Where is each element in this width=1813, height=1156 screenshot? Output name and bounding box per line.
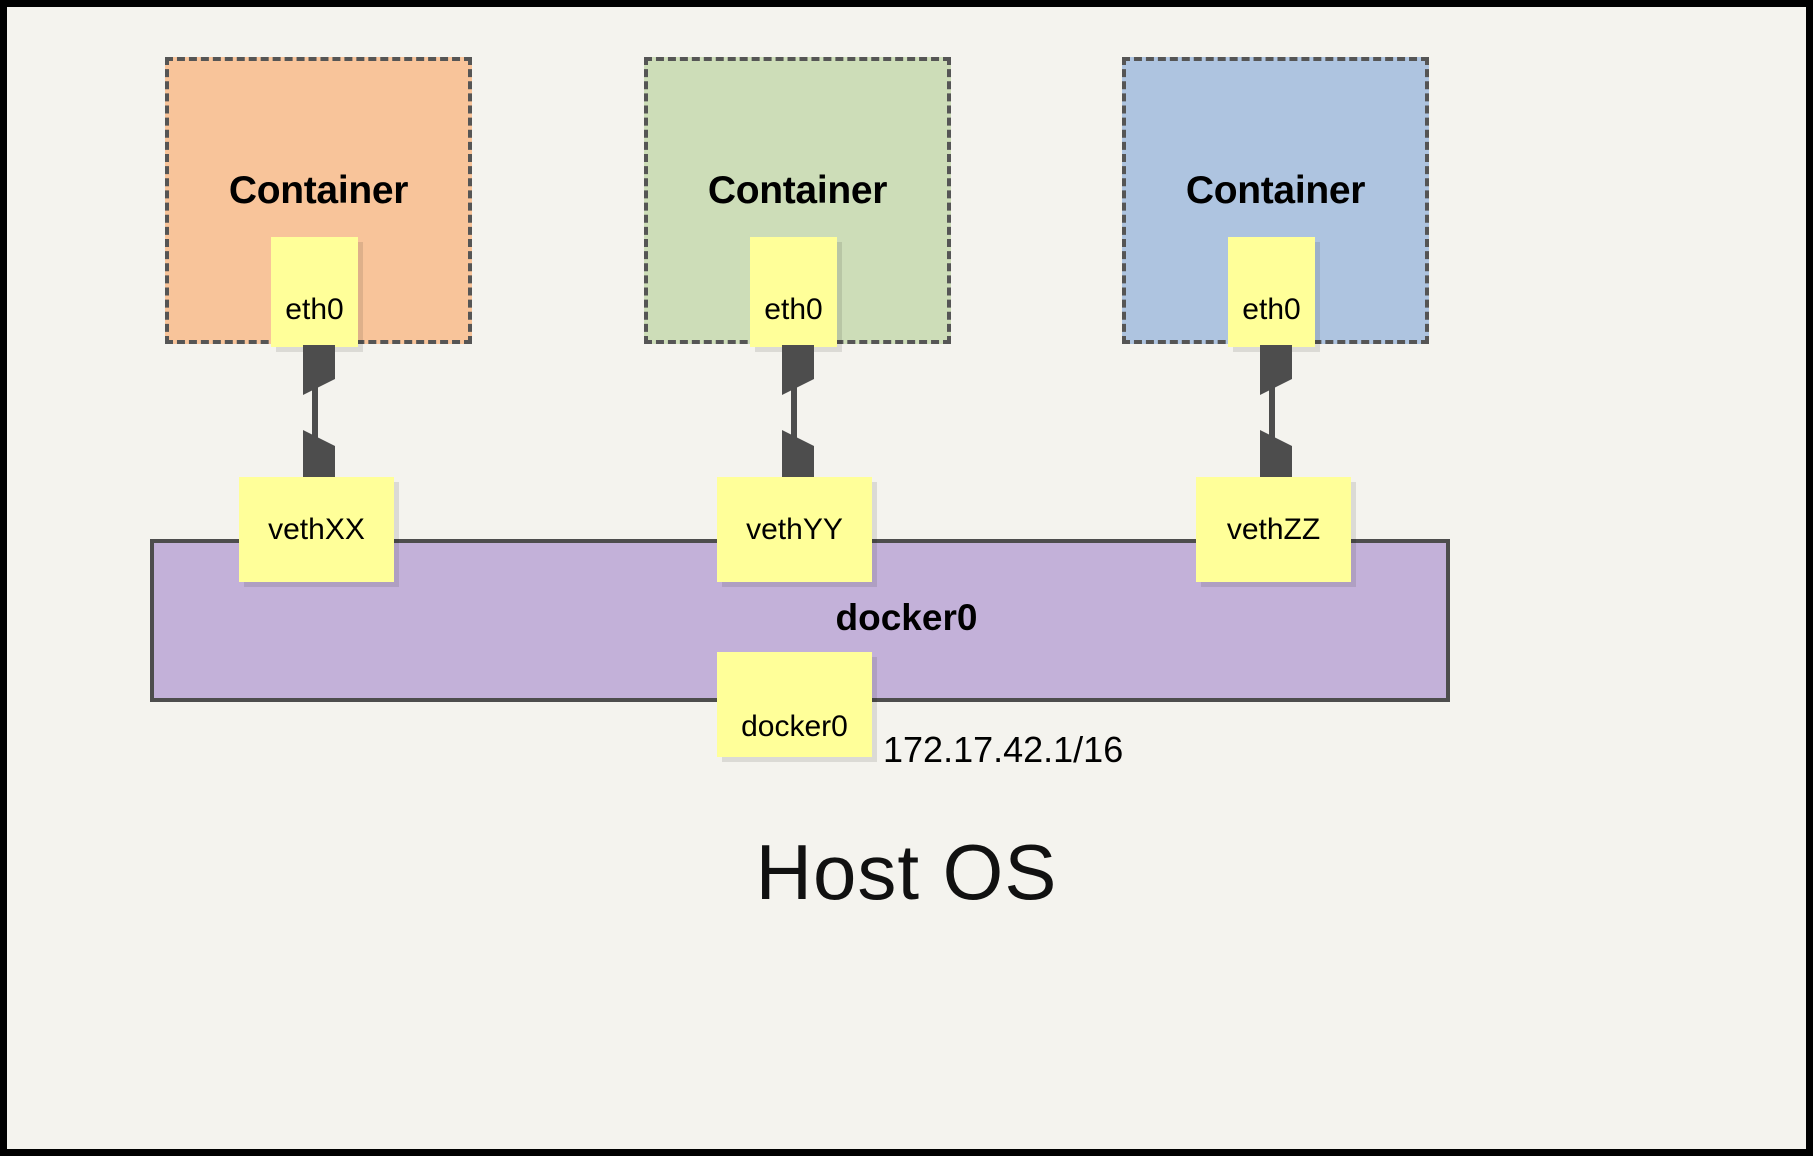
veth-label-2: vethYY [746,512,843,546]
eth0-label-3: eth0 [1242,293,1301,326]
eth0-box-2: eth0 [750,237,837,347]
veth-box-2: vethYY [717,477,872,582]
docker0-ip-address: 172.17.42.1/16 [883,729,1124,770]
veth-label-3: vethZZ [1226,512,1321,546]
container-title-3: Container [1185,169,1366,212]
eth0-label-2: eth0 [764,293,823,326]
link-arrow-1 [303,345,335,480]
link-arrow-3 [1260,345,1292,480]
docker0-bridge-label: docker0 [835,597,978,638]
eth0-label-1: eth0 [285,293,344,326]
host-os-label: Host OS [755,828,1058,916]
container-title-1: Container [228,169,409,212]
veth-label-1: vethXX [268,512,365,546]
docker0-iface-label: docker0 [741,709,848,743]
eth0-box-1: eth0 [271,237,358,347]
docker0-iface-box: docker0 [717,652,872,757]
link-arrow-2 [782,345,814,480]
veth-box-1: vethXX [239,477,394,582]
eth0-box-3: eth0 [1228,237,1315,347]
veth-box-3: vethZZ [1196,477,1351,582]
container-title-2: Container [707,169,888,212]
